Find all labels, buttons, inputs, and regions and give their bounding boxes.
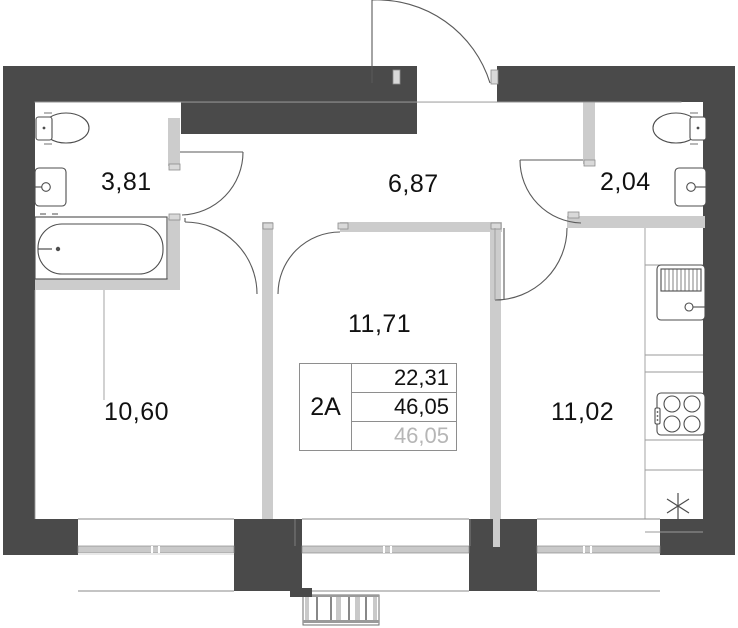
window-kitchen: [536, 518, 661, 592]
area-summary-table: 2A 22,31 46,05 46,05: [299, 363, 457, 451]
area-values: 22,31 46,05 46,05: [352, 364, 456, 450]
kitchen-sink: [656, 264, 706, 321]
toilet-wc: [652, 112, 707, 145]
cooktop-four-burner: [654, 392, 706, 436]
total-area-with-balcony-value: 46,05: [393, 423, 449, 448]
room-label-living-room: 11,71: [348, 310, 412, 338]
interior-walls: [35, 102, 705, 519]
room-label-wc: 2,04: [600, 168, 651, 196]
room-label-bathroom: 3,81: [101, 168, 152, 196]
exterior-walls: [3, 66, 735, 591]
total-area-value: 46,05: [352, 393, 456, 422]
door-jambs: [168, 69, 596, 230]
toilet-bathroom: [35, 112, 90, 145]
living-area-value: 22,31: [352, 364, 456, 393]
window-living-room: [301, 518, 470, 592]
balcony-railing: [290, 588, 380, 626]
room-edges: [34, 101, 703, 533]
wc-fixtures: [652, 112, 707, 207]
balcony-stub: [493, 519, 500, 547]
window-bedroom-left: [77, 518, 235, 592]
unit-type-label: 2A: [300, 364, 352, 450]
room-label-kitchen: 11,02: [551, 398, 615, 426]
room-label-bedroom-left: 10,60: [104, 398, 170, 426]
bathtub: [34, 213, 168, 280]
room-label-hallway: 6,87: [388, 170, 439, 198]
door-swings: [180, 0, 583, 301]
washbasin-wc: [674, 167, 707, 207]
windows: [77, 518, 661, 592]
bathroom-fixtures: [34, 112, 168, 280]
kitchen-fixtures: [654, 264, 706, 519]
exterior-wall-bottom-runs: [3, 519, 735, 555]
washbasin-bathroom: [34, 167, 67, 207]
refrigerator: [666, 493, 690, 519]
